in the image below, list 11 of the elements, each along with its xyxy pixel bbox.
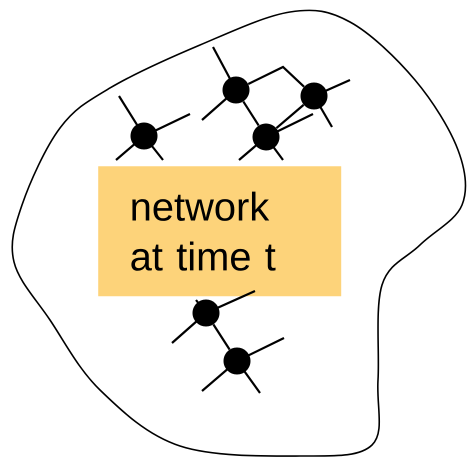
link-line <box>276 104 304 129</box>
link-line <box>212 324 230 350</box>
router-symbol <box>201 46 250 121</box>
label-box: network at time t <box>98 166 342 296</box>
link-line <box>248 66 305 88</box>
router-symbol <box>171 290 256 344</box>
router-symbol <box>115 95 190 161</box>
link-line <box>242 100 260 126</box>
router-symbol <box>300 79 350 128</box>
router-symbol <box>238 113 314 161</box>
router-symbol <box>201 337 284 394</box>
